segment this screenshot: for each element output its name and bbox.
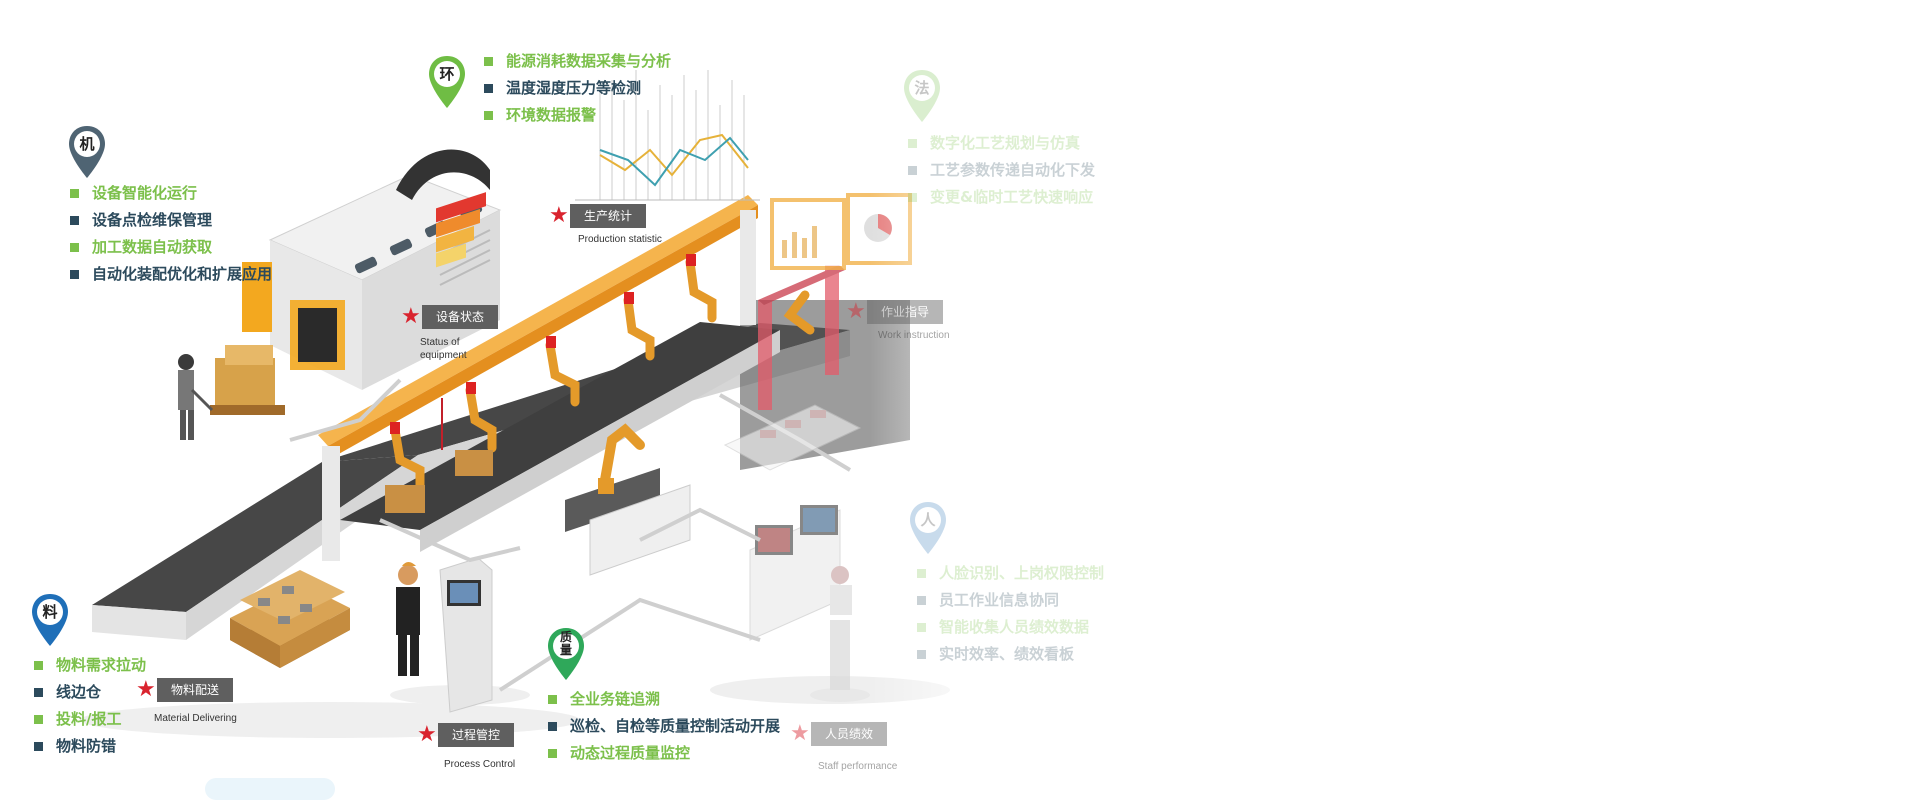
list-item: 员工作业信息协同 [917, 587, 1104, 614]
people-list: 人脸识别、上岗权限控制 员工作业信息协同 智能收集人员绩效数据 实时效率、绩效看… [917, 560, 1104, 668]
conveyor-boxes [385, 450, 493, 513]
list-item: 实时效率、绩效看板 [917, 641, 1104, 668]
map-pin-icon [32, 594, 68, 646]
pipelines [289, 378, 852, 692]
map-pin-icon [69, 126, 105, 178]
list-item: 投料/报工 [34, 706, 146, 733]
list-item: 物料需求拉动 [34, 652, 146, 679]
tag-production-statistic: 生产统计 [570, 204, 647, 228]
list-item: 物料防错 [34, 733, 146, 760]
pin-material: 料 [30, 592, 70, 648]
lower-robot [565, 423, 691, 576]
star-icon: ★ [136, 677, 156, 702]
tray [723, 404, 862, 471]
list-item: 温度湿度压力等检测 [484, 75, 671, 102]
star-icon: ★ [549, 203, 569, 228]
pin-label: 料 [42, 603, 58, 621]
tag-process-control: 过程管控 [438, 723, 515, 747]
star-icon: ★ [846, 299, 866, 324]
pin-environment: 环 [427, 54, 467, 110]
list-item: 全业务链追溯 [548, 686, 780, 713]
tag-material-delivering-en: Material Delivering [154, 713, 237, 724]
map-pin-icon [904, 70, 940, 122]
list-item: 设备智能化运行 [70, 180, 272, 207]
pin-label: 质量 [559, 630, 572, 657]
pin-people: 人 [908, 500, 948, 556]
list-item: 加工数据自动获取 [70, 234, 272, 261]
decorative-shape [205, 778, 335, 800]
tag-production-statistic-en: Production statistic [578, 234, 662, 245]
tag-work-instruction: 作业指导 [867, 300, 944, 324]
list-item: 人脸识别、上岗权限控制 [917, 560, 1104, 587]
list-item: 环境数据报警 [484, 102, 671, 129]
material-boxes [230, 570, 350, 668]
list-item: 动态过程质量监控 [548, 740, 780, 767]
map-pin-icon [429, 56, 465, 108]
process-operator [396, 557, 493, 713]
arm-joints [390, 254, 696, 434]
quality-list: 全业务链追溯 巡检、自检等质量控制活动开展 动态过程质量监控 [548, 686, 780, 767]
pin-quality: 质量 [546, 626, 586, 682]
pin-label: 环 [439, 65, 455, 83]
environment-list: 能源消耗数据采集与分析 温度湿度压力等检测 环境数据报警 [484, 48, 671, 129]
pin-label: 机 [79, 135, 95, 153]
tag-process-control-en: Process Control [444, 759, 516, 770]
pin-label: 法 [914, 79, 930, 97]
list-item: 巡检、自检等质量控制活动开展 [548, 713, 780, 740]
map-pin-icon [910, 502, 946, 554]
list-item: 设备点检维保管理 [70, 207, 272, 234]
pin-method: 法 [902, 68, 942, 124]
production-chart [575, 70, 760, 201]
list-item: 线边仓 [34, 679, 146, 706]
method-list: 数字化工艺规划与仿真 工艺参数传递自动化下发 变更&临时工艺快速响应 [908, 130, 1095, 211]
list-item: 能源消耗数据采集与分析 [484, 48, 671, 75]
tag-staff-performance: 人员绩效 [811, 722, 888, 746]
tag-material-delivering: 物料配送 [157, 678, 234, 702]
pin-label: 人 [920, 511, 936, 529]
pin-machine: 机 [67, 124, 107, 180]
tag-equipment-status: 设备状态 [422, 305, 499, 329]
star-icon: ★ [790, 721, 810, 746]
tag-equipment-status-en: Status of equipment [420, 337, 467, 361]
status-bars [436, 192, 486, 450]
gantry-beam [318, 195, 758, 561]
map-pin-icon [548, 628, 584, 680]
worker-pallet [178, 345, 285, 440]
tag-work-instruction-en: Work instruction [878, 330, 950, 341]
star-icon: ★ [417, 722, 437, 747]
staff-desk [749, 505, 870, 702]
upper-conveyor [340, 322, 780, 552]
tag-staff-performance-en: Staff performance [818, 761, 898, 772]
list-item: 自动化装配优化和扩展应用 [70, 261, 272, 288]
list-item: 变更&临时工艺快速响应 [908, 184, 1095, 211]
red-gantry [758, 265, 845, 410]
list-item: 数字化工艺规划与仿真 [908, 130, 1095, 157]
star-icon: ★ [401, 304, 421, 329]
list-item: 智能收集人员绩效数据 [917, 614, 1104, 641]
robot-arms [390, 257, 815, 493]
machine-list: 设备智能化运行 设备点检维保管理 加工数据自动获取 自动化装配优化和扩展应用 [70, 180, 272, 288]
material-list: 物料需求拉动 线边仓 投料/报工 物料防错 [34, 652, 146, 760]
list-item: 工艺参数传递自动化下发 [908, 157, 1095, 184]
